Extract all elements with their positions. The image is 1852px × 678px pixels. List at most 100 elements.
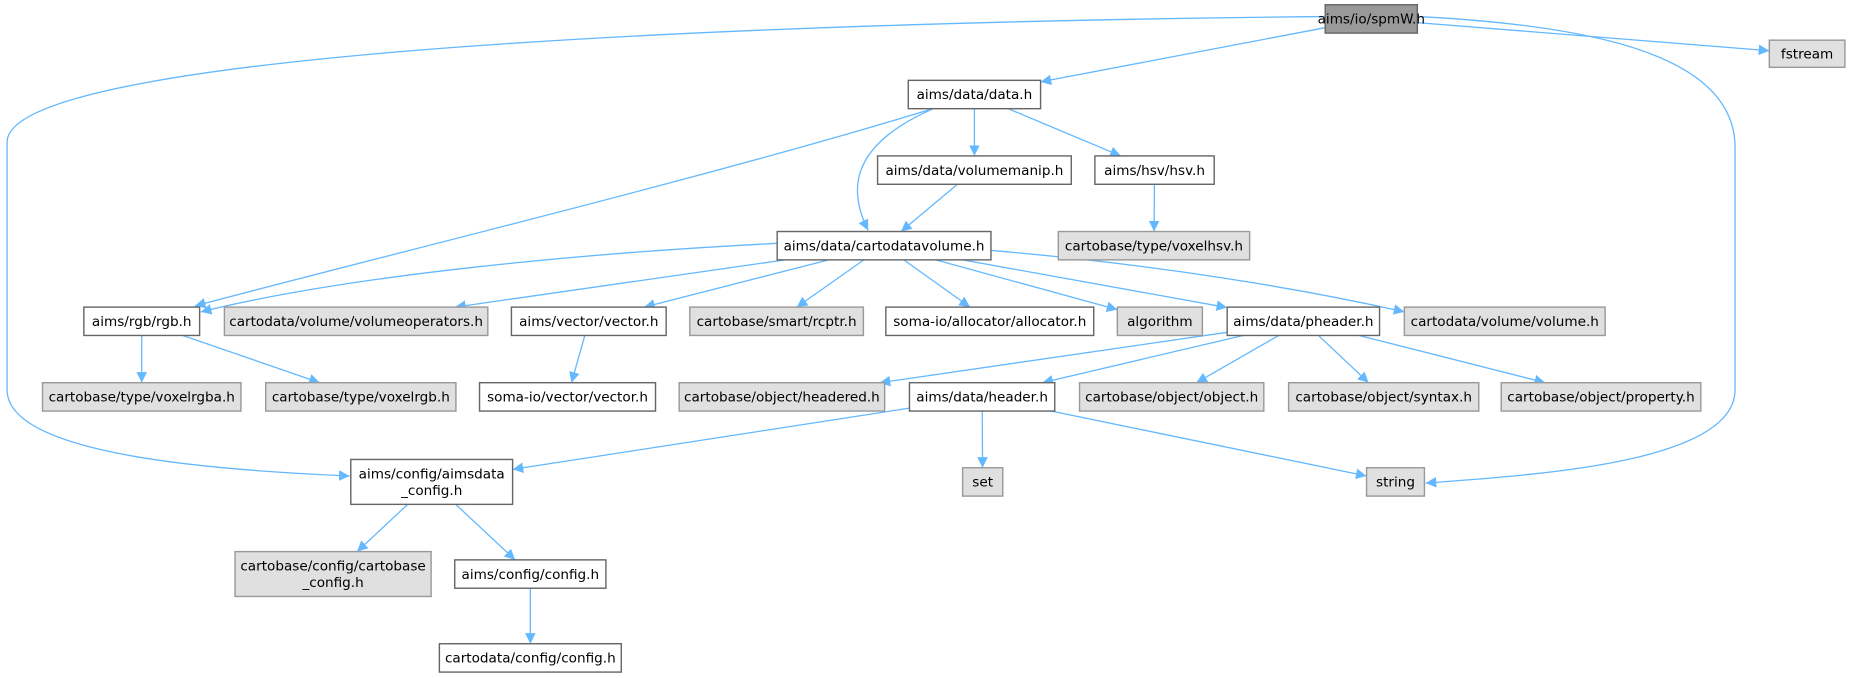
edge-pheader-to-header [1042,334,1244,386]
node-label: cartobase/object/syntax.h [1295,390,1472,406]
edge-cartodatavolume-to-pheader [962,259,1228,311]
node-box [885,306,1095,337]
edge-cartodatavolume-to-allocator [903,259,971,308]
node-label: cartobase/object/property.h [1507,390,1694,406]
node-aimsdataconfig[interactable]: aims/config/aimsdata_config.h [350,458,514,506]
node-label: soma-io/allocator/allocator.h [893,314,1086,330]
node-label: cartobase/type/voxelhsv.h [1065,238,1243,254]
node-box [876,155,1072,185]
edge-spmw-to-aimsdataconfig [6,15,1326,481]
edges-layer [6,15,1770,644]
node-label: fstream [1781,46,1833,62]
edge-cartodatavolume-to-rgb [200,242,778,315]
node-headered: cartobase/object/headered.h [678,381,886,412]
node-label: aims/data/header.h [916,390,1048,406]
edge-rgb-to-voxelrgb [182,334,320,385]
edge-cartodatavolume-to-rcptr [796,259,865,308]
node-box [1057,230,1251,261]
node-somavector[interactable]: soma-io/vector/vector.h [478,381,657,412]
node-label: cartobase/config/cartobase [240,559,425,575]
node-box [41,381,242,412]
edge-pheader-to-syntax [1317,334,1370,384]
node-vector[interactable]: aims/vector/vector.h [510,306,667,337]
node-box [678,381,886,412]
edge-aimsdataconfig-to-cartobaseconfig [356,503,409,553]
node-box [83,306,201,337]
node-label: cartobase/object/headered.h [684,390,880,406]
node-box [350,458,514,506]
node-label: string [1376,475,1415,491]
node-box [234,550,432,598]
node-rgb[interactable]: aims/rgb/rgb.h [83,306,201,337]
node-box [961,467,1004,497]
node-cartodatavolume[interactable]: aims/data/cartodatavolume.h [776,230,992,261]
node-label: _config.h [400,483,462,499]
node-box [265,381,457,412]
node-box [1287,381,1480,412]
node-box [1078,381,1265,412]
node-pheader[interactable]: aims/data/pheader.h [1226,306,1381,337]
node-object: cartobase/object/object.h [1078,381,1265,412]
node-box [1226,306,1381,337]
node-aimsconfig[interactable]: aims/config/config.h [454,559,607,589]
node-voxelrgba: cartobase/type/voxelrgba.h [41,381,242,412]
edge-cartodatavolume-to-volumeoperators [455,259,786,311]
node-box [510,306,667,337]
node-label: cartobase/object/object.h [1085,390,1258,406]
node-label: algorithm [1127,314,1193,330]
node-label: aims/config/config.h [462,567,600,583]
node-set: set [961,467,1004,497]
node-volumemanip[interactable]: aims/data/volumemanip.h [876,155,1072,185]
node-label: cartodata/volume/volumeoperators.h [229,314,483,330]
edge-spmw-to-data [1040,27,1326,86]
edge-spmw-to-string [1417,15,1736,488]
node-label: aims/rgb/rgb.h [92,314,192,330]
edge-cartodatavolume-to-volume [990,249,1405,315]
edge-pheader-to-object [1196,334,1279,384]
node-box [1116,306,1204,337]
node-voxelrgb: cartobase/type/voxelrgb.h [265,381,457,412]
node-label: aims/data/data.h [917,87,1033,103]
node-data[interactable]: aims/data/data.h [907,79,1042,110]
node-box [1500,381,1702,412]
node-box [454,559,607,589]
node-label: soma-io/vector/vector.h [487,390,648,406]
node-box [907,79,1042,110]
edge-data-to-hsv [1007,108,1122,157]
node-rcptr: cartobase/smart/rcptr.h [689,306,865,337]
node-label: cartobase/smart/rcptr.h [697,314,857,330]
node-label: cartodata/volume/volume.h [1411,314,1599,330]
node-label: cartobase/type/voxelrgba.h [49,390,235,406]
node-string: string [1365,467,1426,497]
node-cartodataconfig[interactable]: cartodata/config/config.h [438,643,622,673]
node-fstream: fstream [1768,39,1846,69]
node-box [1324,4,1419,34]
node-label: _config.h [301,575,363,591]
edge-pheader-to-property [1359,334,1546,386]
node-header[interactable]: aims/data/header.h [908,381,1056,412]
node-label: aims/data/pheader.h [1233,314,1373,330]
node-label: aims/config/aimsdata [359,466,505,482]
node-box [776,230,992,261]
edge-data-to-cartodatavolume [856,108,934,231]
node-box [689,306,865,337]
node-box [223,306,489,337]
node-hsv[interactable]: aims/hsv/hsv.h [1094,155,1215,185]
node-syntax: cartobase/object/syntax.h [1287,381,1480,412]
node-box [1403,306,1606,337]
node-property: cartobase/object/property.h [1500,381,1702,412]
edge-volumemanip-to-cartodatavolume [900,183,958,233]
node-algorithm: algorithm [1116,306,1204,337]
node-allocator[interactable]: soma-io/allocator/allocator.h [885,306,1095,337]
node-box [908,381,1056,412]
node-label: aims/data/volumemanip.h [885,163,1063,179]
node-box [1365,467,1426,497]
node-label: aims/data/cartodatavolume.h [784,238,985,254]
nodes-layer: aims/io/spmW.hfstreamaims/data/data.haim… [41,4,1846,673]
node-box [438,643,622,673]
node-box [1094,155,1215,185]
edge-cartodatavolume-to-vector [643,259,829,310]
node-label: cartodata/config/config.h [445,651,616,667]
edge-data-to-rgb [194,108,934,309]
